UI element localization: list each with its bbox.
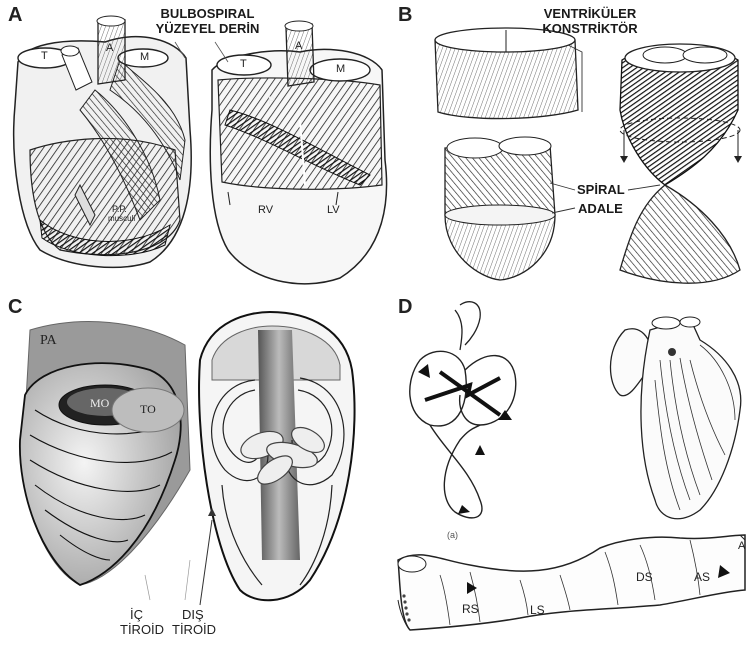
panel-a-label-lv: LV [327, 204, 340, 216]
panel-c-ic-tiroid-label: TİROİD [120, 622, 164, 637]
svg-text:(a): (a) [447, 530, 458, 540]
panel-b-twisted-band [620, 44, 742, 283]
panel-d-label-as: AS [694, 570, 710, 584]
panel-c-label-pa: PA [40, 333, 57, 349]
panel-a-caption-line1: BULBOSPIRAL [140, 6, 275, 21]
panel-c-outer-heart [20, 322, 190, 585]
panel-d-label-ls: LS [530, 603, 545, 617]
panel-c-label-to: TO [140, 402, 156, 417]
panel-c-outer-thyroid-label: DIŞ TİROİD [172, 607, 216, 637]
panel-a-label-pp: P.P. [112, 204, 127, 214]
panel-b-constrictor-band [435, 28, 578, 119]
panel-a-label-t2: T [240, 58, 247, 70]
panel-a-letter: A [8, 4, 22, 27]
panel-a-label-t1: T [41, 50, 48, 62]
panel-a-label-p: P [268, 95, 275, 107]
panel-c-inner-heart [199, 312, 354, 605]
panel-a-label-musculi: musculi [108, 214, 135, 223]
panel-c-letter: C [8, 296, 22, 319]
panel-a-label-a2: A [295, 40, 302, 52]
panel-a-label-m2: M [336, 63, 345, 75]
panel-d-heart-sketch [610, 317, 740, 519]
panel-b-caption-line1: VENTRİKÜLER [540, 6, 640, 21]
panel-a-label-m1: M [140, 51, 149, 63]
panel-d-label-a: A [738, 540, 745, 552]
panel-a-label-rv: RV [258, 204, 273, 216]
panel-a-caption-line2: YÜZEYEL DERİN [140, 21, 275, 36]
panel-d-label-rs: RS [462, 602, 479, 616]
panel-c-ic-label: İÇ [120, 607, 164, 622]
panel-c-dis-label: DIŞ [172, 607, 216, 622]
panel-b-caption: VENTRİKÜLER KONSTRİKTÖR [540, 6, 640, 36]
panel-a-caption: BULBOSPIRAL YÜZEYEL DERİN [140, 6, 275, 36]
panel-a-right-heart [210, 21, 386, 284]
panel-c-dis-tiroid-label: TİROİD [172, 622, 216, 637]
panel-b-adale-label: ADALE [578, 201, 623, 216]
panel-d-figure-eight: (a) [410, 302, 516, 540]
panel-d-unrolled-band [398, 535, 745, 630]
panel-d-letter: D [398, 296, 412, 319]
panel-d-label-ds: DS [636, 570, 653, 584]
panel-a-label-a1: A [106, 42, 113, 54]
panel-c-inner-thyroid-label: İÇ TİROİD [120, 607, 164, 637]
panel-b-spiral-label: SPİRAL [577, 182, 625, 197]
panel-b-spiral-cup [445, 137, 555, 280]
panel-b-caption-line2: KONSTRİKTÖR [540, 21, 640, 36]
panel-c-leaders [145, 560, 190, 600]
panel-b-letter: B [398, 4, 412, 27]
panel-c-label-mo: MO [90, 396, 109, 411]
